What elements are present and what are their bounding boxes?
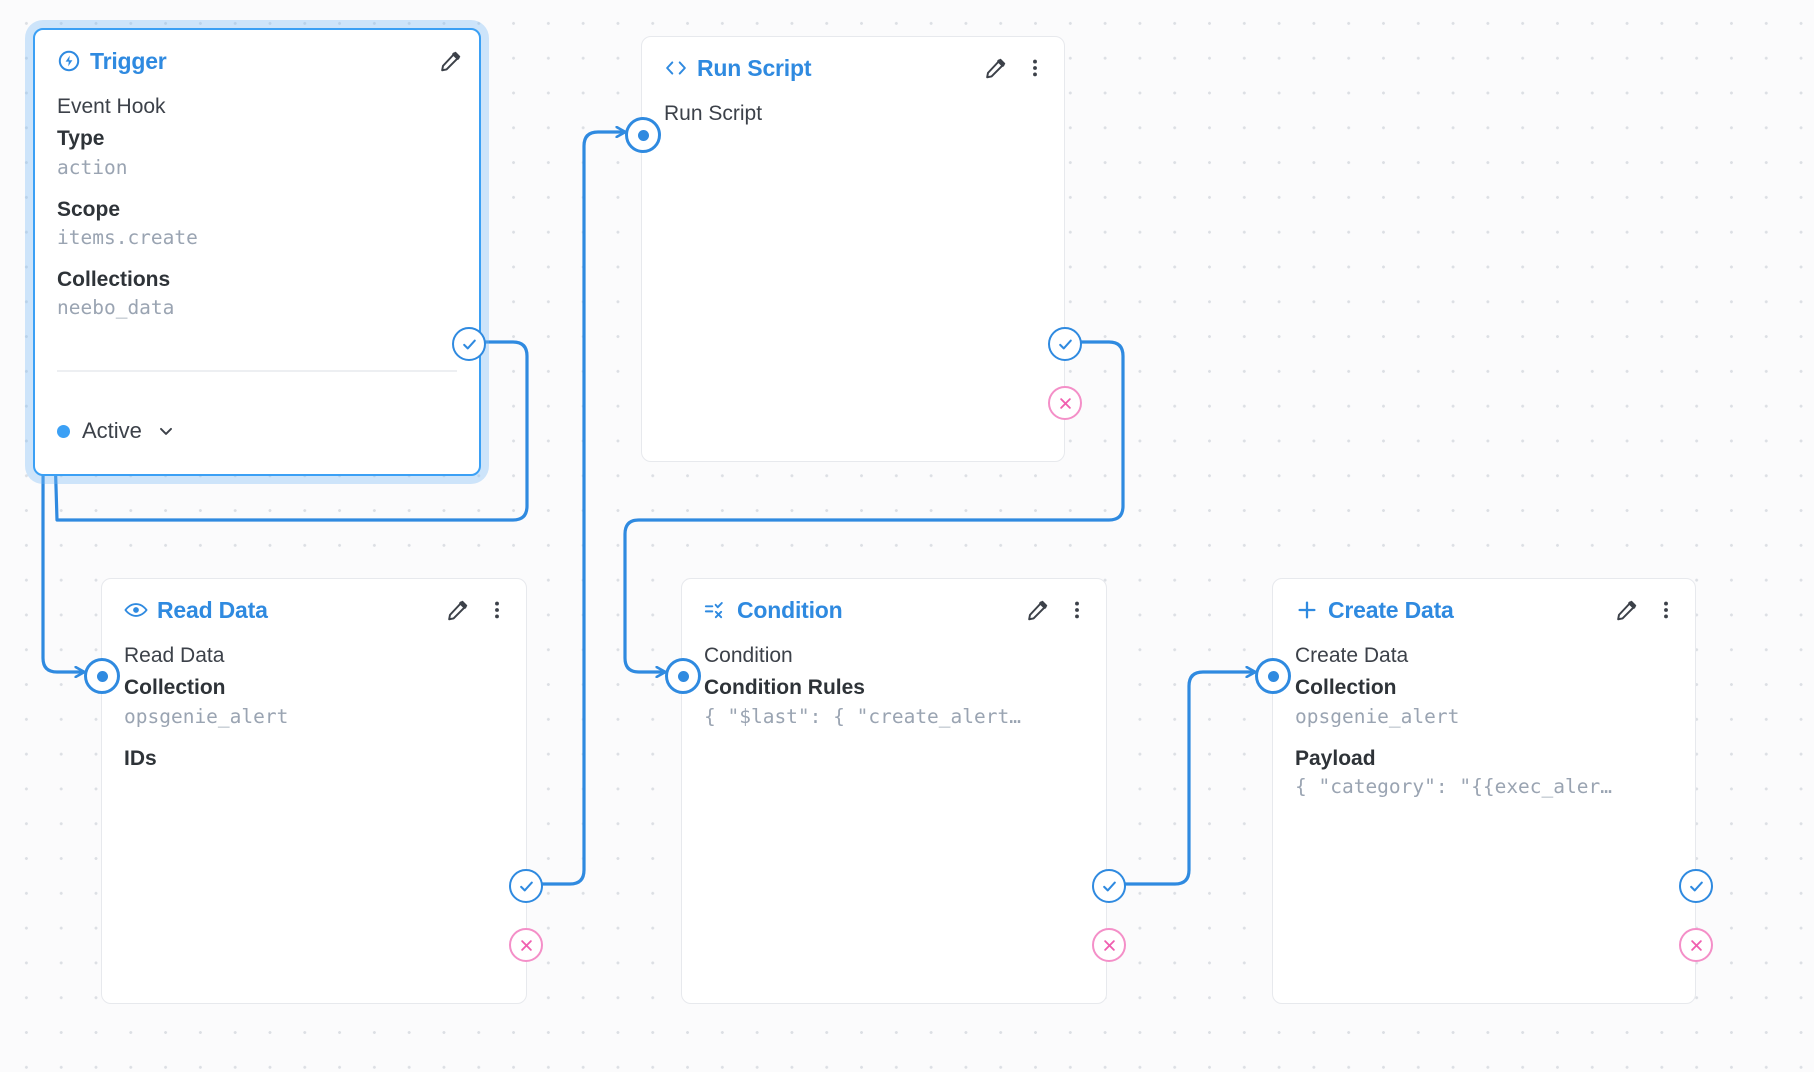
field-value-payload: { "category": "{{exec_aler… [1295,775,1612,799]
node-header-actions [444,597,510,623]
node-body: Read Data Collection opsgenie_alert IDs [102,641,526,1003]
operation-name: Run Script [664,102,763,125]
run-script-input-handle[interactable] [625,117,661,153]
pencil-icon[interactable] [444,597,470,623]
operation-name: Event Hook [57,95,166,118]
status-badge[interactable]: Active [57,418,176,444]
create-data-success-handle[interactable] [1679,869,1713,903]
node-header: Run Script [642,37,1064,99]
status-label: Active [82,418,142,443]
pencil-icon[interactable] [982,55,1008,81]
node-body: Event Hook Type action Scope items.creat… [35,92,479,474]
chevron-down-icon[interactable] [156,421,176,441]
condition-success-handle[interactable] [1092,869,1126,903]
node-trigger[interactable]: Trigger Event Hook Type action Scope ite… [33,28,481,476]
node-body: Create Data Collection opsgenie_alert Pa… [1273,641,1695,1003]
node-header: Trigger [35,30,479,92]
node-header: Read Data [102,579,526,641]
field-label-scope: Scope [57,197,121,221]
read-data-input-handle[interactable] [84,658,120,694]
field-value-collection: opsgenie_alert [1295,705,1460,729]
node-title: Read Data [124,597,268,624]
kebab-menu-icon[interactable] [1022,55,1048,81]
footer-divider [57,370,457,372]
field-value-collection: opsgenie_alert [124,705,289,729]
node-read-data[interactable]: Read Data Read Data Collection opsgenie_… [101,578,527,1004]
operation-name: Condition [704,644,793,667]
operation-name: Create Data [1295,644,1409,667]
field-value-collections: neebo_data [57,296,175,320]
create-data-input-handle[interactable] [1255,658,1291,694]
field-label-payload: Payload [1295,746,1376,770]
field-label-ids: IDs [124,746,157,770]
node-header: Condition [682,579,1106,641]
read-data-error-handle[interactable] [509,928,543,962]
node-title-label: Condition [737,596,843,623]
field-value-scope: items.create [57,226,198,250]
pencil-icon[interactable] [1613,597,1639,623]
node-header-actions [1024,597,1090,623]
eye-icon [124,598,148,622]
pencil-icon[interactable] [1024,597,1050,623]
node-header-actions [1613,597,1679,623]
field-value-condition-rules: { "$last": { "create_alert… [704,705,1021,729]
node-condition[interactable]: Condition Condition Condition Rules { "$… [681,578,1107,1004]
node-title-label: Run Script [697,54,812,81]
condition-input-handle[interactable] [665,658,701,694]
filter-condition-icon [704,598,728,622]
node-title: Condition [704,597,843,624]
run-script-error-handle[interactable] [1048,386,1082,420]
node-title-label: Create Data [1328,596,1454,623]
field-label-collections: Collections [57,267,171,291]
condition-error-handle[interactable] [1092,928,1126,962]
field-label-collection: Collection [124,676,226,700]
node-header: Create Data [1273,579,1695,641]
node-run-script[interactable]: Run Script Run Script [641,36,1065,462]
node-title-label: Read Data [157,596,268,623]
node-title-label: Trigger [90,47,167,74]
operation-name: Read Data [124,644,225,667]
field-label-type: Type [57,127,105,151]
run-script-success-handle[interactable] [1048,327,1082,361]
node-title: Create Data [1295,597,1454,624]
node-header-actions [982,55,1048,81]
read-data-success-handle[interactable] [509,869,543,903]
pencil-icon[interactable] [437,48,463,74]
node-create-data[interactable]: Create Data Create Data Collection opsge… [1272,578,1696,1004]
field-value-type: action [57,156,128,180]
node-header-actions [437,48,463,74]
bolt-circle-icon [57,49,81,73]
trigger-success-handle[interactable] [452,327,486,361]
node-body: Condition Condition Rules { "$last": { "… [682,641,1106,1003]
code-brackets-icon [664,56,688,80]
kebab-menu-icon[interactable] [1064,597,1090,623]
field-label-condition-rules: Condition Rules [704,676,865,700]
node-body: Run Script [642,99,1064,461]
status-dot-icon [57,424,70,438]
create-data-error-handle[interactable] [1679,928,1713,962]
kebab-menu-icon[interactable] [484,597,510,623]
field-label-collection: Collection [1295,676,1397,700]
node-title: Trigger [57,48,167,75]
kebab-menu-icon[interactable] [1653,597,1679,623]
plus-icon [1295,598,1319,622]
node-title: Run Script [664,55,811,82]
